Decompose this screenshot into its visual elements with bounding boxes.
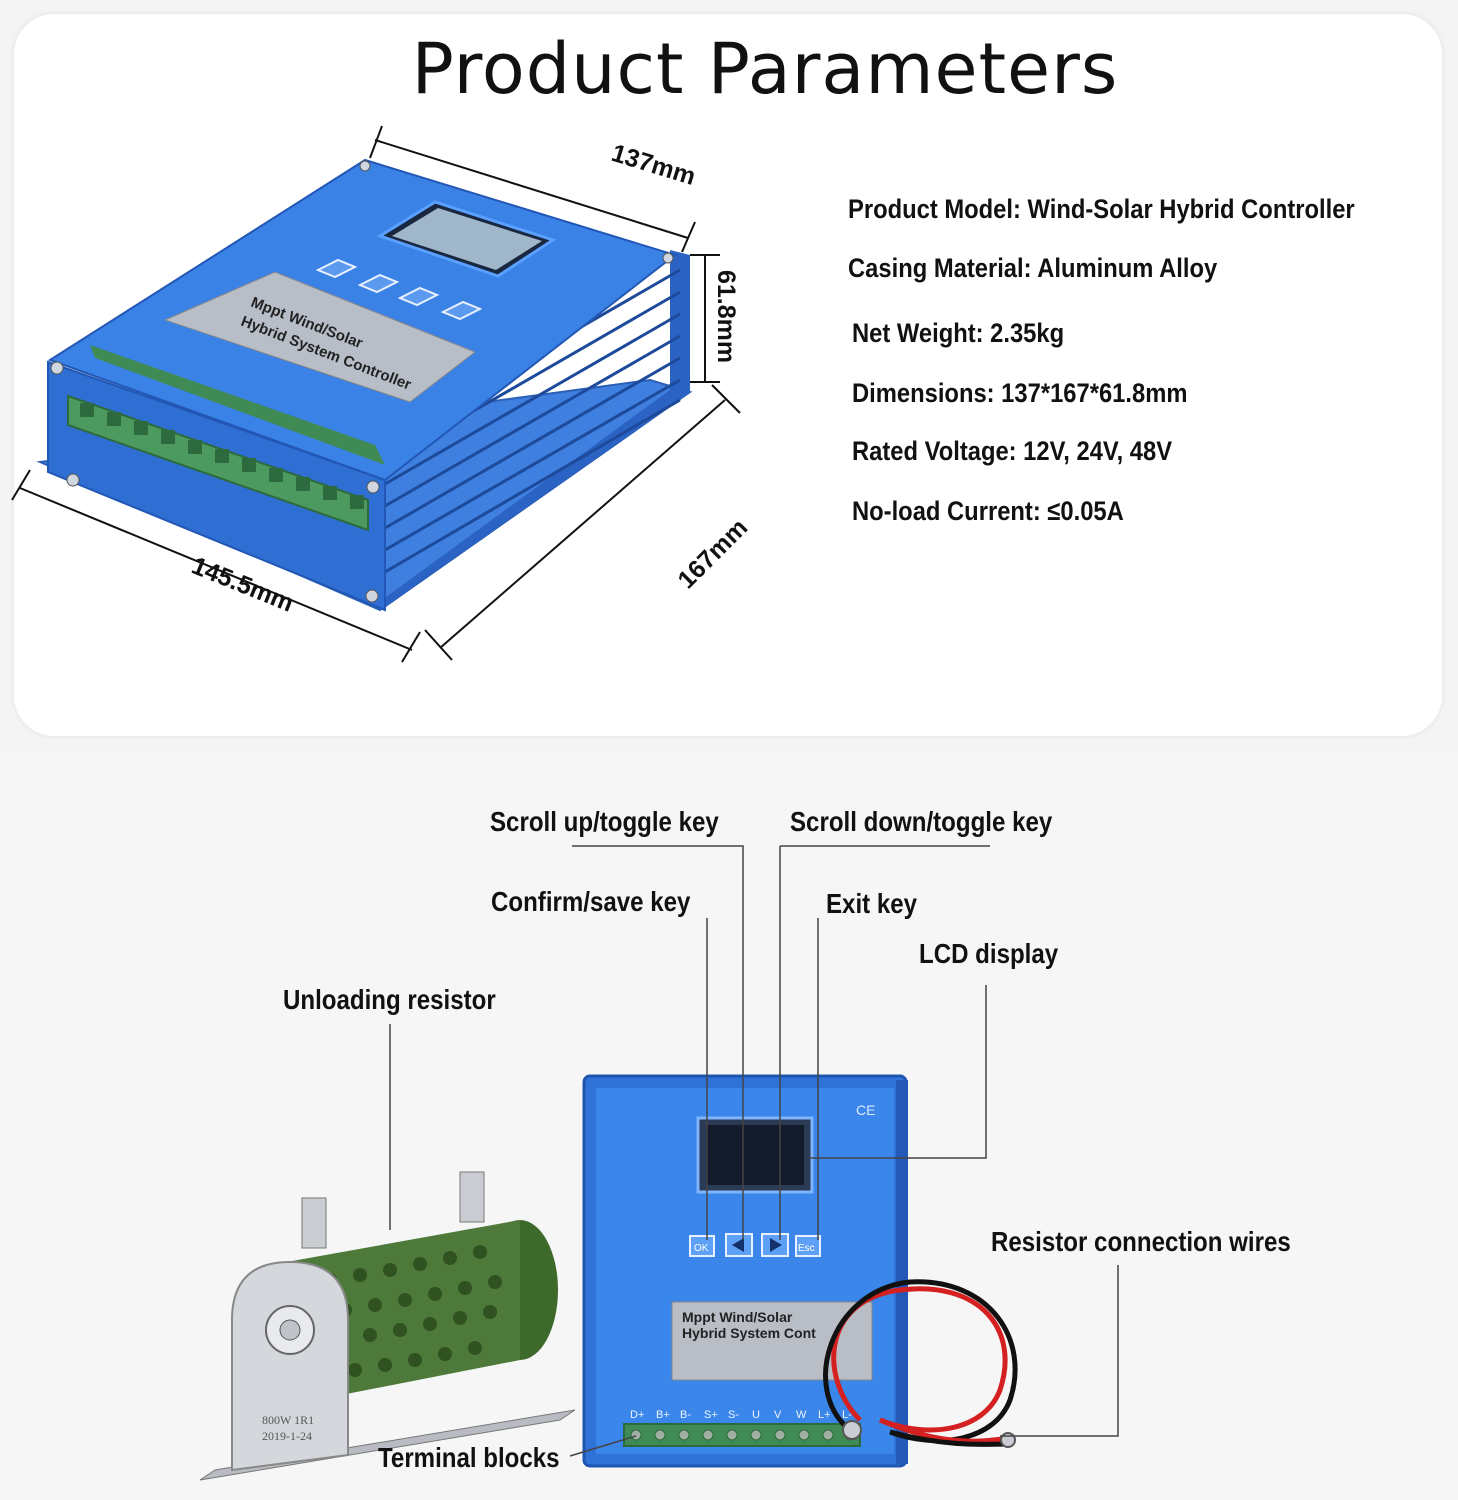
- lcd-glass-front: [706, 1125, 804, 1185]
- controller-iso-illustration: Mppt Wind/Solar Hybrid System Controller: [11, 125, 753, 663]
- front-keys: OK Esc: [689, 1233, 821, 1257]
- svg-text:S-: S-: [728, 1409, 739, 1421]
- terminal-strip-top: [90, 345, 385, 465]
- spec-net-weight: Net Weight: 2.35kg: [852, 318, 1065, 348]
- resistor-tab-right: [459, 1171, 485, 1223]
- callout-scroll-down-key: Scroll down/toggle key: [790, 806, 1053, 837]
- terminal-slots: [80, 403, 364, 509]
- spec-dimensions: Dimensions: 137*167*61.8mm: [852, 378, 1188, 408]
- callout-resistor-connection-wires: Resistor connection wires: [991, 1226, 1291, 1257]
- keys-top: [315, 258, 483, 321]
- svg-text:W: W: [796, 1409, 807, 1421]
- callout-scroll-up-key: Scroll up/toggle key: [490, 806, 719, 837]
- callout-lines: [389, 845, 1119, 1457]
- front-label-line1: Mppt Wind/Solar: [682, 1309, 793, 1325]
- front-label-line2: Hybrid System Cont: [682, 1325, 816, 1341]
- resistor-label-2: 2019-1-24: [262, 1429, 312, 1443]
- spec-product-model: Product Model: Wind-Solar Hybrid Control…: [848, 194, 1355, 224]
- screws: [50, 160, 674, 603]
- svg-text:L+: L+: [818, 1409, 831, 1421]
- controller-side: [896, 1080, 908, 1464]
- svg-text:V: V: [774, 1409, 782, 1421]
- dimension-lines: [11, 125, 741, 663]
- resistor-bracket: [231, 1260, 349, 1472]
- svg-text:B+: B+: [656, 1409, 670, 1421]
- callout-confirm-save-key: Confirm/save key: [491, 886, 691, 917]
- svg-text:B-: B-: [680, 1409, 691, 1421]
- callout-exit-key: Exit key: [826, 888, 918, 919]
- spec-rated-voltage: Rated Voltage: 12V, 24V, 48V: [852, 436, 1173, 466]
- resistor-bumps: [323, 1245, 502, 1377]
- svg-text:D+: D+: [630, 1409, 644, 1421]
- unloading-resistor-image: 800W 1R1 2019-1-24: [199, 1171, 576, 1481]
- label-plate-top: [163, 271, 477, 403]
- callout-unloading-resistor: Unloading resistor: [283, 984, 496, 1015]
- ce-mark: CE: [856, 1102, 875, 1118]
- callout-lcd-display: LCD display: [919, 938, 1059, 969]
- resistor-label-1: 800W 1R1: [262, 1413, 314, 1427]
- svg-text:L-: L-: [842, 1409, 852, 1421]
- svg-text:OK: OK: [694, 1243, 709, 1254]
- lcd-glass: [392, 208, 542, 270]
- svg-text:Esc: Esc: [798, 1243, 815, 1254]
- resistor-wires: [823, 1279, 1018, 1447]
- spec-casing-material: Casing Material: Aluminum Alloy: [848, 253, 1218, 283]
- resistor-tab-left: [301, 1197, 327, 1249]
- spec-no-load-current: No-load Current: ≤0.05A: [852, 496, 1124, 526]
- page-title: Product Parameters: [411, 28, 1119, 110]
- svg-text:U: U: [752, 1409, 760, 1421]
- svg-text:S+: S+: [704, 1409, 718, 1421]
- terminal-labels: D+ B+ B- S+ S- U V W L+ L-: [630, 1409, 852, 1421]
- label-plate-front: [671, 1301, 873, 1381]
- dim-height-label: 61.8mm: [712, 270, 740, 363]
- callout-terminal-blocks: Terminal blocks: [378, 1442, 560, 1473]
